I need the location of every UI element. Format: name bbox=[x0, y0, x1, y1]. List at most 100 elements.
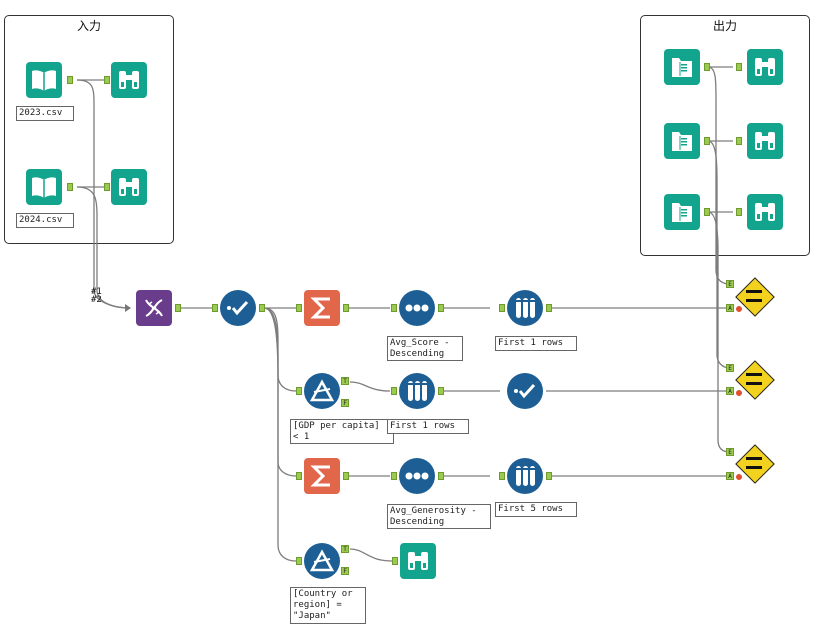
input-data-2023-tool[interactable] bbox=[26, 62, 62, 98]
input-anchor[interactable] bbox=[104, 183, 110, 191]
equals-icon bbox=[736, 361, 772, 397]
browse-tool-2023[interactable] bbox=[111, 62, 147, 98]
output-data-tool-3[interactable] bbox=[664, 194, 700, 230]
checkmark-icon bbox=[227, 300, 249, 316]
sigma-icon bbox=[310, 465, 330, 487]
sort-tool-score[interactable] bbox=[399, 290, 435, 326]
checkmark-icon bbox=[514, 383, 536, 399]
annotation-filter-japan: [Country or region] = "Japan" bbox=[290, 587, 366, 624]
annotation-file-2024: 2024.csv bbox=[16, 213, 74, 228]
output-data-tool-1[interactable] bbox=[664, 49, 700, 85]
test-expected-anchor-2[interactable]: E bbox=[726, 364, 734, 372]
test-tubes-icon bbox=[408, 381, 427, 401]
output-anchor[interactable] bbox=[546, 472, 552, 480]
filter-true-anchor[interactable]: T bbox=[341, 545, 349, 553]
output-data-tool-2[interactable] bbox=[664, 123, 700, 159]
output-anchor[interactable] bbox=[438, 387, 444, 395]
output-anchor[interactable] bbox=[704, 208, 710, 216]
union-input-label-2: #2 bbox=[91, 295, 102, 305]
browse-tool-2024[interactable] bbox=[111, 169, 147, 205]
input-anchor[interactable] bbox=[104, 76, 110, 84]
error-indicator-icon bbox=[735, 305, 743, 313]
test-expected-anchor-1[interactable]: E bbox=[726, 280, 734, 288]
union-multi-input-arrow bbox=[125, 304, 131, 312]
annotation-file-2023: 2023.csv bbox=[16, 106, 74, 121]
book-icon bbox=[32, 70, 56, 91]
filter-triangle-icon bbox=[309, 549, 335, 572]
input-anchor[interactable] bbox=[296, 472, 302, 480]
output-anchor[interactable] bbox=[438, 304, 444, 312]
output-container-title: 出力 bbox=[712, 19, 737, 33]
select-tool[interactable] bbox=[220, 290, 256, 326]
sigma-icon bbox=[310, 297, 330, 319]
input-anchor[interactable] bbox=[499, 472, 505, 480]
binoculars-icon bbox=[119, 178, 139, 196]
dna-icon bbox=[145, 299, 163, 317]
output-anchor[interactable] bbox=[67, 183, 73, 191]
test-actual-anchor-3[interactable]: A bbox=[726, 472, 734, 480]
input-anchor[interactable] bbox=[212, 304, 218, 312]
equals-icon bbox=[736, 278, 772, 314]
input-anchor[interactable] bbox=[499, 304, 505, 312]
output-anchor[interactable] bbox=[438, 472, 444, 480]
output-anchor[interactable] bbox=[67, 76, 73, 84]
select-tool-2[interactable] bbox=[507, 373, 543, 409]
input-anchor[interactable] bbox=[296, 557, 302, 565]
input-anchor[interactable] bbox=[736, 63, 742, 71]
sample-tool-first1-a[interactable] bbox=[507, 290, 543, 326]
filter-tool-japan[interactable] bbox=[304, 543, 340, 579]
test-tubes-icon bbox=[516, 466, 535, 486]
output-anchor[interactable] bbox=[546, 304, 552, 312]
output-anchor[interactable] bbox=[259, 304, 265, 312]
binoculars-icon bbox=[755, 132, 775, 150]
summarize-tool-score[interactable] bbox=[304, 290, 340, 326]
output-anchor[interactable] bbox=[343, 304, 349, 312]
input-container[interactable]: 入力 bbox=[4, 15, 174, 244]
input-anchor[interactable] bbox=[391, 472, 397, 480]
test-actual-anchor-1[interactable]: A bbox=[726, 304, 734, 312]
output-anchor[interactable] bbox=[343, 472, 349, 480]
binoculars-icon bbox=[755, 58, 775, 76]
filter-true-anchor[interactable]: T bbox=[341, 377, 349, 385]
annotation-sort-score: Avg_Score - Descending bbox=[387, 336, 463, 361]
input-anchor[interactable] bbox=[736, 208, 742, 216]
input-anchor[interactable] bbox=[391, 387, 397, 395]
folder-doc-icon bbox=[672, 203, 692, 222]
dots-icon bbox=[405, 304, 429, 312]
input-anchor[interactable] bbox=[296, 387, 302, 395]
input-container-title: 入力 bbox=[76, 19, 101, 33]
input-anchor[interactable] bbox=[391, 304, 397, 312]
input-data-2024-tool[interactable] bbox=[26, 169, 62, 205]
output-anchor[interactable] bbox=[704, 137, 710, 145]
output-anchor[interactable] bbox=[704, 63, 710, 71]
sample-tool-first5[interactable] bbox=[507, 458, 543, 494]
filter-false-anchor[interactable]: F bbox=[341, 399, 349, 407]
annotation-filter-gdp: [GDP per capita] < 1 bbox=[290, 419, 394, 444]
sample-tool-first1-b[interactable] bbox=[399, 373, 435, 409]
binoculars-icon bbox=[408, 552, 428, 570]
dots-icon bbox=[405, 472, 429, 480]
browse-tool-out-1[interactable] bbox=[747, 49, 783, 85]
sort-tool-generosity[interactable] bbox=[399, 458, 435, 494]
input-anchor[interactable] bbox=[736, 137, 742, 145]
filter-tool-gdp[interactable] bbox=[304, 373, 340, 409]
annotation-sample-first1-b: First 1 rows bbox=[387, 419, 469, 434]
input-anchor[interactable] bbox=[392, 557, 398, 565]
summarize-tool-generosity[interactable] bbox=[304, 458, 340, 494]
union-tool[interactable] bbox=[136, 290, 172, 326]
test-expected-anchor-3[interactable]: E bbox=[726, 448, 734, 456]
annotation-sample-first5: First 5 rows bbox=[495, 502, 577, 517]
output-anchor[interactable] bbox=[175, 304, 181, 312]
test-tubes-icon bbox=[516, 298, 535, 318]
equals-icon bbox=[736, 445, 772, 481]
error-indicator-icon bbox=[735, 473, 743, 481]
folder-doc-icon bbox=[672, 58, 692, 77]
input-anchor[interactable] bbox=[296, 304, 302, 312]
folder-doc-icon bbox=[672, 132, 692, 151]
browse-tool-japan[interactable] bbox=[400, 543, 436, 579]
browse-tool-out-3[interactable] bbox=[747, 194, 783, 230]
test-actual-anchor-2[interactable]: A bbox=[726, 387, 734, 395]
filter-false-anchor[interactable]: F bbox=[341, 567, 349, 575]
browse-tool-out-2[interactable] bbox=[747, 123, 783, 159]
